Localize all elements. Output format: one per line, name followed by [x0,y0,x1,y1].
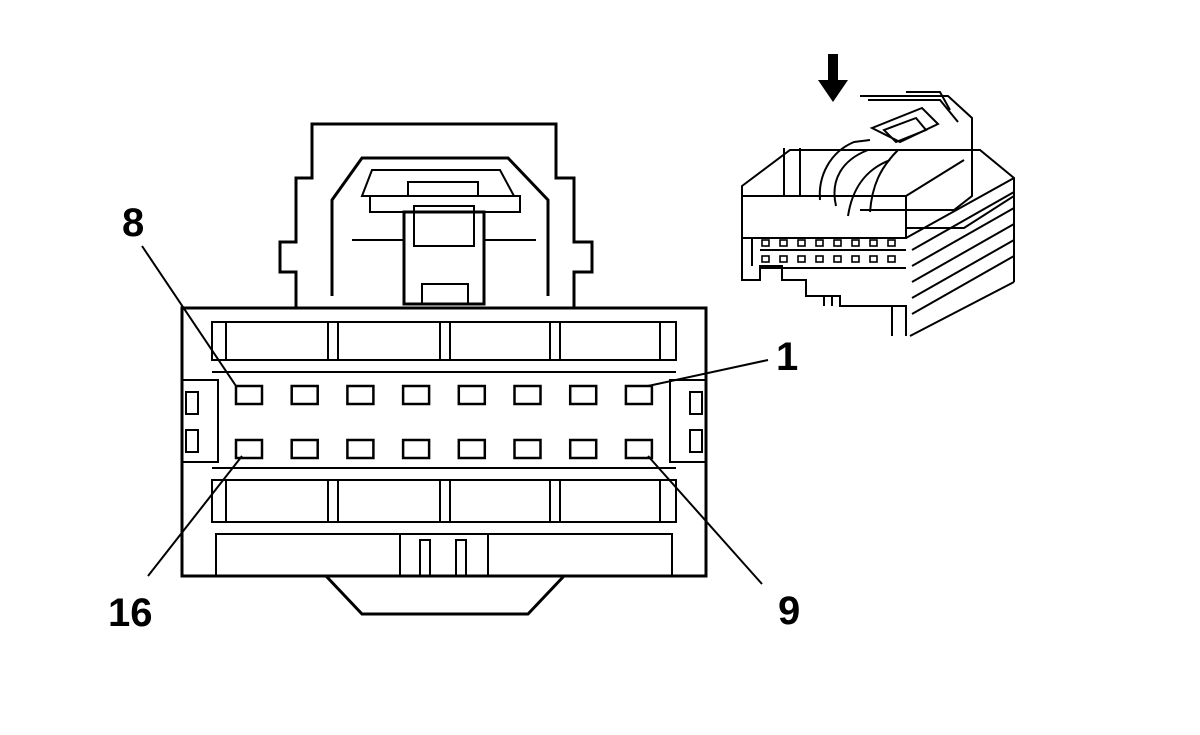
pin-cavity-12 [457,438,487,460]
pin-cavity-8 [234,384,264,406]
iso-pin-12 [815,255,824,263]
iso-pin-6 [851,239,860,247]
pin-cavity-11 [513,438,542,460]
iso-pin-8 [887,239,896,247]
label-pin-8: 8 [122,201,144,245]
iso-pin-4 [815,239,824,247]
pin-cavity-2 [568,384,598,406]
iso-pin-2 [779,239,788,247]
pin-cavity-10 [568,438,598,460]
pin-cavity-6 [346,384,375,406]
latch-housing [278,122,594,308]
iso-pin-10 [779,255,788,263]
iso-pin-7 [869,239,878,247]
bottom-key [324,574,566,616]
pin-cavity-4 [457,384,487,406]
leader-line-pin-9 [647,455,763,585]
pin-cavity-16 [234,438,264,460]
connector-face-view: 8 1 16 9 [108,122,800,635]
label-pin-1: 1 [776,335,798,379]
pin-cavity-13 [401,438,431,460]
pin-cavity-7 [290,384,319,406]
iso-pin-3 [797,239,806,247]
iso-pin-15 [869,255,878,263]
arrow-down-icon [818,54,848,102]
latch-tab [402,210,486,306]
iso-pin-11 [797,255,806,263]
isometric-pin-cavities [761,239,896,263]
label-pin-9: 9 [778,589,800,633]
iso-pin-13 [833,255,842,263]
iso-pin-5 [833,239,842,247]
leader-line-pin-16 [147,455,243,577]
iso-pin-14 [851,255,860,263]
label-pin-16: 16 [108,591,153,635]
pin-cavity-9 [624,438,654,460]
iso-pin-9 [761,255,770,263]
leader-line-pin-1 [647,359,769,387]
iso-pin-16 [887,255,896,263]
leader-line-pin-8 [141,245,237,387]
pin-cavity-5 [401,384,431,406]
connector-isometric-view [741,54,1015,337]
pin-cavity-14 [346,438,375,460]
pin-cavity-1 [624,384,654,406]
pin-cavities [234,384,654,460]
connector-body [180,306,708,578]
pin-cavity-3 [513,384,542,406]
pin-cavity-15 [290,438,319,460]
iso-pin-1 [761,239,770,247]
